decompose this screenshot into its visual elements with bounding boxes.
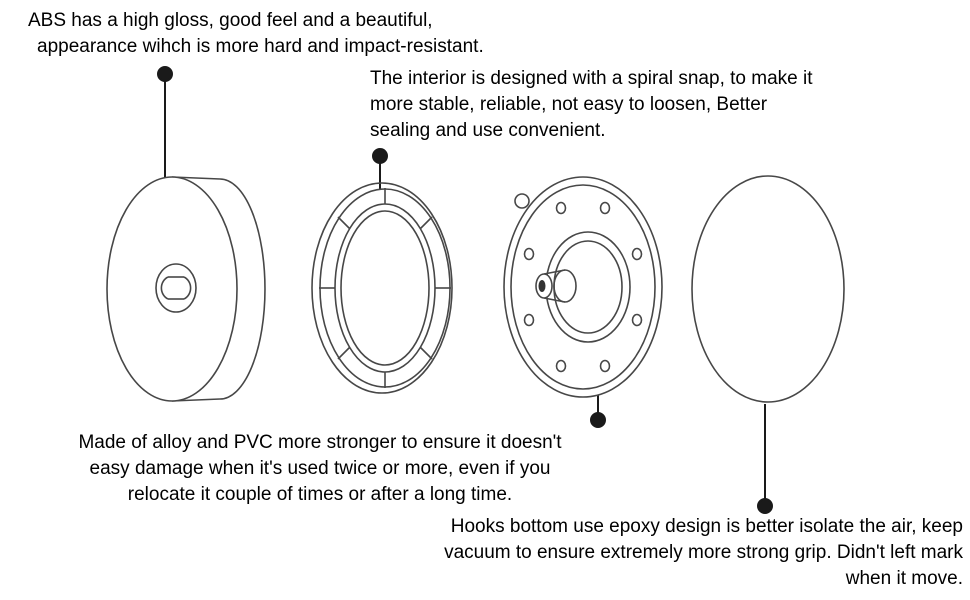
leader-lines xyxy=(157,66,773,514)
epoxy-disc-face xyxy=(691,175,845,403)
abs-cover-keyhole xyxy=(155,263,197,313)
callout-text-line: appearance wihch is more hard and impact… xyxy=(37,36,484,57)
snap-ring-outer xyxy=(311,182,453,394)
snap-ring-part xyxy=(311,182,453,394)
abs-cover-back-edge xyxy=(219,178,266,400)
hub-tab xyxy=(514,193,530,209)
callout-dot-alloy xyxy=(590,412,606,428)
callout-text-line: Hooks bottom use epoxy design is better … xyxy=(450,516,963,537)
callout-spiral-snap: The interior is designed with a spiral s… xyxy=(370,66,813,144)
callout-epoxy-bottom: Hooks bottom use epoxy design is better … xyxy=(295,514,963,592)
callout-dot-spiral xyxy=(372,148,388,164)
epoxy-disc-part xyxy=(691,175,845,403)
hub-nozzle-base xyxy=(553,269,577,303)
callout-dot-epoxy xyxy=(757,498,773,514)
callout-text-line: when it move. xyxy=(845,568,963,589)
callout-text-line: relocate it couple of times or after a l… xyxy=(127,484,513,505)
callout-text-line: The interior is designed with a spiral s… xyxy=(370,68,813,89)
callout-alloy-pvc: Made of alloy and PVC more stronger to e… xyxy=(12,430,628,508)
abs-cover-part xyxy=(106,176,266,402)
hub-nozzle-bore xyxy=(538,280,546,292)
callout-text-line: easy damage when it's used twice or more… xyxy=(89,458,551,479)
callout-text-line: ABS has a high gloss, good feel and a be… xyxy=(28,10,433,31)
hub-outer-plate xyxy=(503,176,663,398)
callout-text-line: Made of alloy and PVC more stronger to e… xyxy=(78,432,562,453)
callout-text-line: sealing and use convenient. xyxy=(370,120,606,141)
callout-abs-cover: ABS has a high gloss, good feel and a be… xyxy=(28,8,484,60)
snap-ring-inner-lip xyxy=(340,210,430,366)
alloy-hub-part xyxy=(503,176,663,398)
callout-text-line: more stable, reliable, not easy to loose… xyxy=(370,94,768,115)
abs-cover-face xyxy=(106,176,238,402)
hub-rim xyxy=(510,184,656,390)
callout-text-line: vacuum to ensure extremely more strong g… xyxy=(444,542,963,563)
snap-ring-clips xyxy=(319,188,451,388)
callout-dot-abs xyxy=(157,66,173,82)
abs-cover-slot-left xyxy=(160,276,169,300)
snap-ring-inner xyxy=(334,203,436,373)
abs-cover-slot-right xyxy=(183,276,192,300)
hub-bolt-holes xyxy=(523,201,643,373)
